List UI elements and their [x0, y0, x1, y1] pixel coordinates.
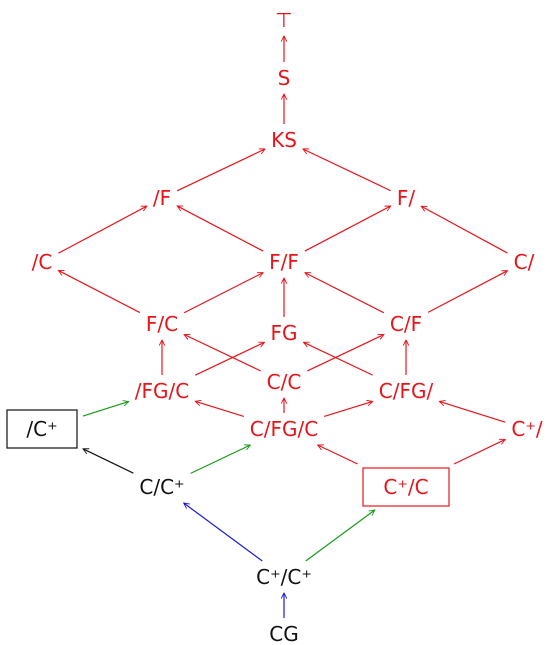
- node-cs: C/: [514, 250, 535, 274]
- node-sf: /F: [153, 186, 171, 210]
- node-fg: FG: [270, 321, 297, 345]
- node-label-top: ⊤: [275, 8, 292, 32]
- node-sfgc: /FG/C: [135, 379, 189, 403]
- node-label-sfgc: /FG/C: [135, 379, 189, 403]
- node-label-scplus: /C⁺: [26, 417, 57, 441]
- edge-cplus_s-to-cfgs: [439, 401, 506, 423]
- node-sc: /C: [32, 250, 53, 274]
- edge-fs-to-ks: [303, 149, 392, 192]
- node-label-cplus_s: C⁺/: [511, 417, 543, 441]
- edge-cplusc-to-cplus_s: [453, 439, 505, 465]
- edge-sc-to-sf: [58, 205, 147, 254]
- node-label-ccplus: C/C⁺: [139, 475, 184, 499]
- node-label-sf: /F: [153, 186, 171, 210]
- edge-ccplus-to-scplus: [83, 448, 134, 474]
- edge-cfgs-to-fg: [304, 342, 373, 376]
- node-box-cplusc: [362, 467, 450, 507]
- node-cg: CG: [269, 622, 298, 645]
- node-label-cplusc: C⁺/C: [383, 475, 428, 499]
- node-label-ks: KS: [271, 128, 297, 152]
- edge-cfgc-to-sfgc: [195, 401, 244, 418]
- node-label-fc: F/C: [146, 312, 178, 336]
- node-label-cpluscplus: C⁺/C⁺: [256, 565, 312, 589]
- node-label-cg: CG: [269, 622, 298, 645]
- edge-cf-to-cs: [427, 270, 507, 313]
- node-cfgc: C/FG/C: [250, 417, 318, 441]
- edge-ff-to-sf: [177, 205, 264, 252]
- node-ks: KS: [271, 128, 297, 152]
- node-box-scplus: [6, 409, 78, 449]
- node-cf: C/F: [390, 312, 422, 336]
- node-label-cs: C/: [514, 250, 535, 274]
- node-cplusc: C⁺/C: [362, 467, 450, 507]
- edges-layer: [58, 36, 507, 618]
- edge-cf-to-ff: [305, 272, 385, 314]
- edge-cc-to-fc: [184, 335, 261, 372]
- edge-cplusc-to-cfgc: [318, 445, 358, 465]
- nodes-layer: ⊤ S KS/F F/ /C F/F C/F/C FG C/F/FG/C C/C C/FG/ /C⁺ C…: [6, 8, 543, 645]
- node-ccplus: C/C⁺: [139, 475, 184, 499]
- node-scplus: /C⁺: [6, 409, 78, 449]
- edge-fc-to-sc: [58, 269, 141, 314]
- node-ff: F/F: [269, 250, 299, 274]
- node-label-sc: /C: [32, 250, 53, 274]
- node-label-cfgs: C/FG/: [379, 379, 434, 403]
- edge-sf-to-ks: [176, 149, 265, 192]
- node-label-fg: FG: [270, 321, 297, 345]
- node-cplus_s: C⁺/: [511, 417, 543, 441]
- node-top: ⊤: [275, 8, 292, 32]
- node-fc: F/C: [146, 312, 178, 336]
- node-label-s: S: [278, 66, 291, 90]
- edge-scplus-to-sfgc: [82, 402, 129, 417]
- edge-sfgc-to-fg: [194, 342, 264, 376]
- node-cfgs: C/FG/: [379, 379, 434, 403]
- node-label-cc: C/C: [267, 370, 302, 394]
- edge-cpluscplus-to-ccplus: [184, 503, 263, 562]
- edge-cs-to-fs: [421, 205, 508, 254]
- node-label-cfgc: C/FG/C: [250, 417, 318, 441]
- node-cpluscplus: C⁺/C⁺: [256, 565, 312, 589]
- node-cc: C/C: [267, 370, 302, 394]
- node-label-fs: F/: [397, 186, 416, 210]
- edge-ccplus-to-cfgc: [190, 445, 251, 474]
- node-s: S: [278, 66, 291, 90]
- edge-cpluscplus-to-cplusc: [305, 510, 375, 562]
- edge-cfgc-to-cfgs: [324, 401, 372, 418]
- node-fs: F/: [397, 186, 416, 210]
- edge-ff-to-fs: [304, 205, 391, 252]
- node-label-cf: C/F: [390, 312, 422, 336]
- node-label-ff: F/F: [269, 250, 299, 274]
- edge-fc-to-ff: [183, 272, 263, 314]
- edge-cc-to-cf: [307, 335, 384, 372]
